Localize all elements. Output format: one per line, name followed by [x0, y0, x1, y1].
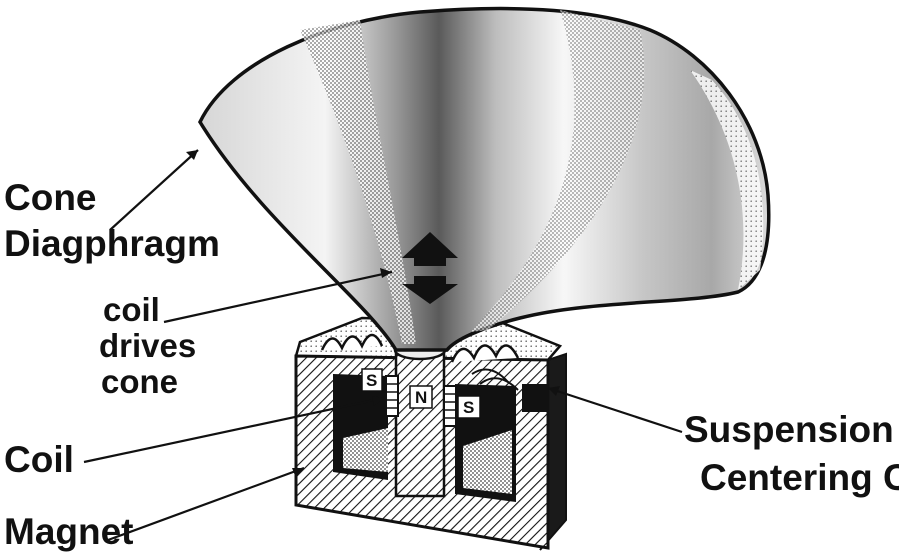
cone-diaphragm: [200, 9, 769, 350]
pole-label-south-right: S: [463, 398, 474, 417]
cone-label-line2: Diagphragm: [4, 223, 220, 264]
suspension-label-line2: Centering Coil: [700, 457, 899, 498]
drive-label-line2: drives: [99, 327, 196, 364]
cone-label-line1: Cone: [4, 177, 97, 218]
drive-label-line3: cone: [101, 363, 178, 400]
drive-label-line1: coil: [103, 291, 160, 328]
magnet-label: Magnet: [4, 511, 134, 552]
pole-label-north: N: [415, 388, 427, 407]
suspension-label-line1: Suspension and: [684, 409, 899, 450]
coil-label: Coil: [4, 439, 74, 480]
magnet-block: [296, 318, 566, 550]
pole-label-south-left: S: [366, 371, 377, 390]
